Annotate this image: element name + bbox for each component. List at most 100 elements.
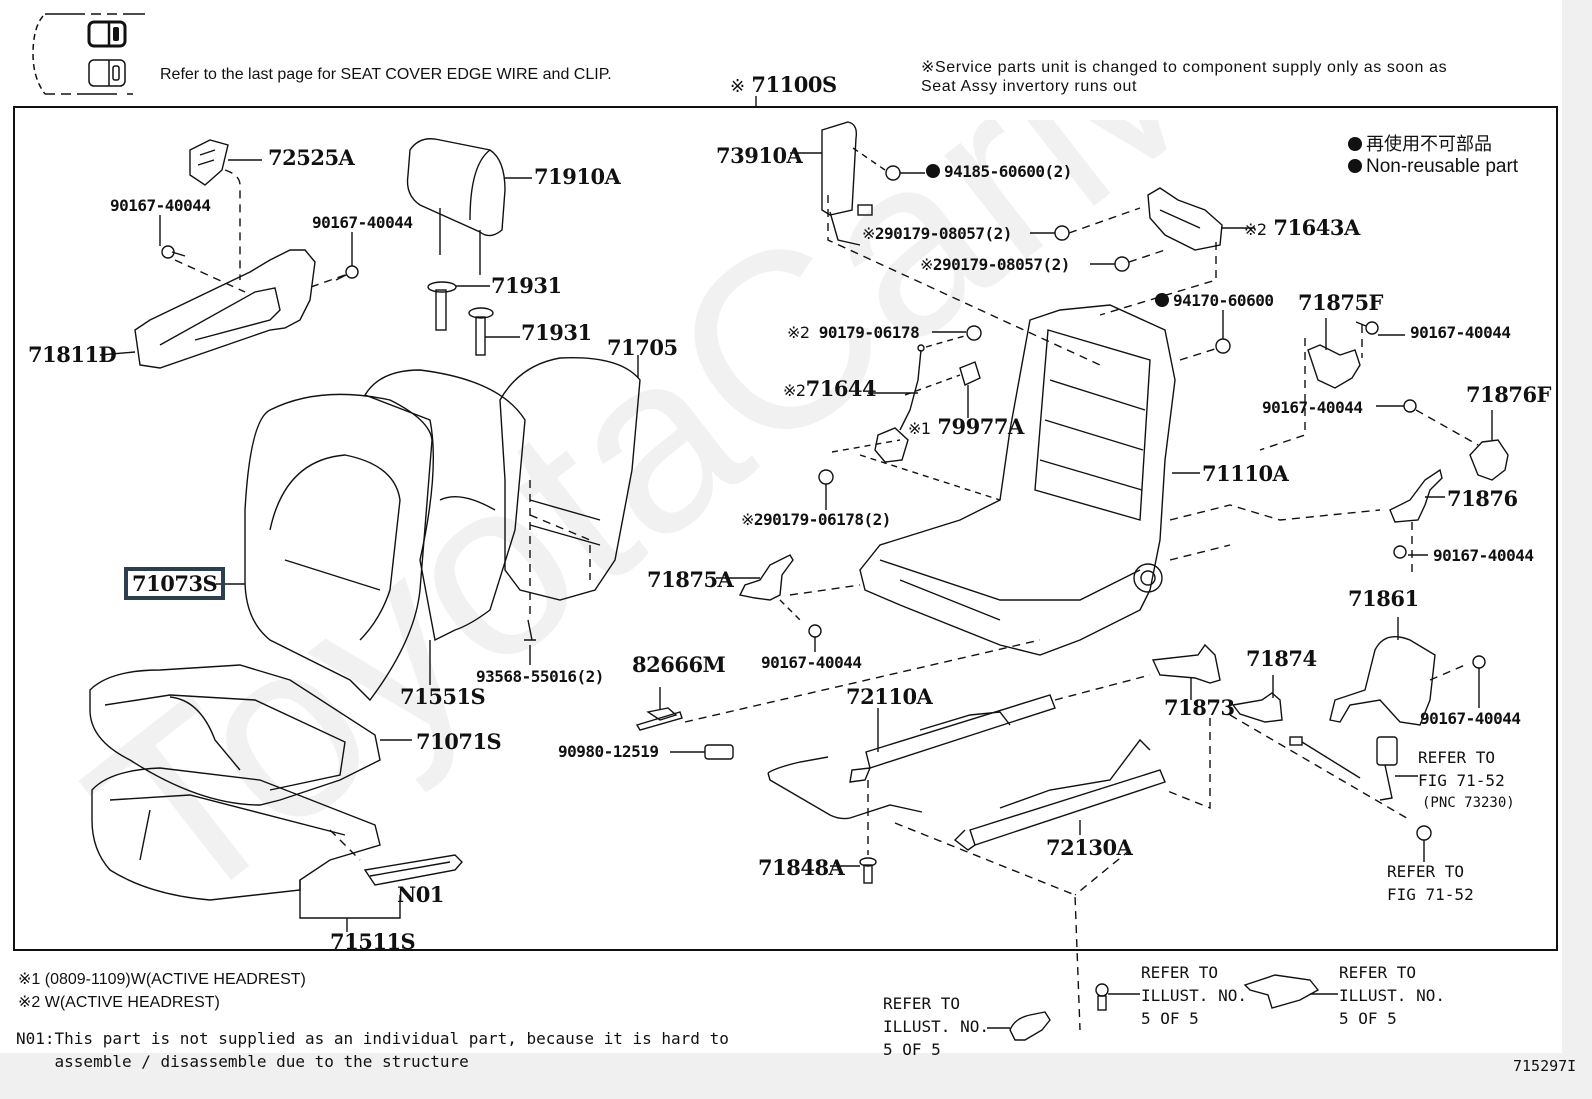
part-label-90179-08057[interactable]: ※290179-08057(2)	[920, 255, 1070, 274]
part-71551S-shape[interactable]	[363, 369, 526, 685]
part-90980-12519-shape[interactable]	[670, 744, 734, 760]
part-label-71876F[interactable]: 71876F	[1466, 382, 1551, 407]
part-label-72525A[interactable]: 72525A	[268, 145, 355, 170]
refer-illust-5-of-5-bracket[interactable]: REFER TO ILLUST. NO. 5 OF 5	[1339, 963, 1445, 1028]
part-label-90179-06178-2[interactable]: ※290179-06178(2)	[741, 510, 891, 529]
part-71073S-shape[interactable]	[216, 393, 433, 702]
part-label-94185-60600[interactable]: 94185-60600(2)	[926, 162, 1072, 181]
assembly-part-number[interactable]: ※ 71100S	[730, 72, 837, 97]
part-label-79977A[interactable]: ※1 79977A	[908, 414, 1024, 439]
part-79977A-shape[interactable]	[959, 361, 981, 418]
part-71811D-shape[interactable]	[99, 249, 316, 369]
part-label-72130A[interactable]: 72130A	[1046, 835, 1133, 860]
service-note-line2: Seat Assy invertory runs out	[921, 78, 1138, 95]
footnote-n01-line2: assemble / disassemble due to the struct…	[16, 1052, 469, 1071]
part-label-71848A[interactable]: 71848A	[758, 855, 845, 880]
part-73910A-shape[interactable]	[790, 121, 873, 246]
screw-icon	[1376, 399, 1417, 413]
part-72130A-shape[interactable]	[953, 738, 1166, 851]
part-label-71110A[interactable]: 71110A	[1202, 461, 1289, 486]
part-label-71811D[interactable]: 71811D	[28, 342, 117, 367]
part-71110A-shape[interactable]	[859, 304, 1200, 656]
part-label-71861[interactable]: 71861	[1348, 586, 1419, 611]
part-71875A-shape[interactable]	[716, 554, 794, 601]
part-71861-shape[interactable]	[1329, 617, 1436, 726]
part-label-71875A[interactable]: 71875A	[647, 567, 734, 592]
part-label-71873[interactable]: 71873	[1164, 695, 1235, 720]
part-label-71644[interactable]: ※271644	[783, 376, 877, 401]
refer-part-shape-bolt[interactable]	[1095, 983, 1140, 1011]
screw-icon	[524, 619, 536, 665]
part-label-N01[interactable]: N01	[397, 882, 444, 907]
part-label-90167-40044[interactable]: 90167-40044	[761, 653, 862, 672]
legend-item-jp: 再使用不可部品	[1348, 130, 1492, 156]
part-82666M-shape[interactable]	[635, 687, 683, 731]
refer-part-shape-cover[interactable]	[987, 1011, 1051, 1041]
legend-item-en: Non-reusable part	[1348, 156, 1518, 178]
footnote-1: ※1 (0809-1109)W(ACTIVE HEADREST)	[18, 971, 306, 988]
part-label-90980-12519[interactable]: 90980-12519	[558, 742, 659, 761]
part-label-94170-60600[interactable]: 94170-60600	[1155, 291, 1274, 310]
part-label-71876[interactable]: 71876	[1447, 486, 1518, 511]
part-label-90167-40044[interactable]: 90167-40044	[1262, 398, 1363, 417]
refer-illust-5-of-5-cover[interactable]: REFER TO ILLUST. NO. 5 OF 5	[883, 994, 989, 1059]
part-label-90179-06178[interactable]: ※2 90179-06178	[787, 323, 920, 342]
part-label-71910A[interactable]: 71910A	[534, 164, 621, 189]
part-71876-shape[interactable]	[1389, 468, 1445, 523]
diagram-frame	[13, 106, 1558, 951]
screw-icon	[808, 624, 822, 652]
nut-icon	[1215, 338, 1231, 354]
part-71910A-shape[interactable]	[406, 138, 533, 275]
nut-icon	[1416, 825, 1432, 862]
part-71643A-shape[interactable]	[1147, 187, 1255, 251]
refer-fig-71-52-buckle[interactable]: REFER TO FIG 71-52	[1418, 748, 1505, 790]
part-71071S-shape[interactable]	[89, 664, 412, 806]
screw-icon	[1393, 545, 1428, 559]
part-71511S-shape[interactable]	[91, 767, 381, 901]
part-71875F-shape[interactable]	[1307, 318, 1361, 389]
page-margin-right	[1562, 0, 1592, 1099]
bolt-icon	[830, 857, 877, 884]
seatbelt-buckle-shape[interactable]	[1289, 736, 1418, 801]
part-label-82666M[interactable]: 82666M	[632, 652, 726, 677]
part-label-90179-08057[interactable]: ※290179-08057(2)	[862, 224, 1012, 243]
page-margin-bottom	[0, 1053, 1592, 1099]
part-71705-shape[interactable]	[499, 355, 641, 601]
part-71931-shape[interactable]	[427, 281, 490, 331]
part-label-71551S[interactable]: 71551S	[400, 684, 486, 709]
refer-fig-71-52-nut[interactable]: REFER TO FIG 71-52	[1387, 862, 1474, 904]
part-label-71875F[interactable]: 71875F	[1298, 290, 1383, 315]
part-71874-shape[interactable]	[1231, 675, 1283, 723]
part-72110A-shape[interactable]	[849, 694, 1056, 783]
part-label-71931[interactable]: 71931	[491, 273, 562, 298]
part-label-71643A[interactable]: ※2 71643A	[1244, 215, 1360, 240]
part-label-90167-40044[interactable]: 90167-40044	[110, 196, 211, 215]
part-71873-shape[interactable]	[1151, 643, 1221, 700]
part-N01-shape[interactable]	[363, 854, 463, 886]
part-label-90167-40044[interactable]: 90167-40044	[1410, 323, 1511, 342]
part-label-71071S[interactable]: 71071S	[416, 729, 502, 754]
part-label-71073S-highlighted[interactable]: 71073S	[124, 567, 226, 600]
refer-illust-5-of-5-bolt[interactable]: REFER TO ILLUST. NO. 5 OF 5	[1141, 963, 1247, 1028]
part-label-90167-40044[interactable]: 90167-40044	[312, 213, 413, 232]
edge-wire-note: Refer to the last page for SEAT COVER ED…	[160, 66, 612, 83]
part-label-73910A[interactable]: 73910A	[716, 143, 803, 168]
nut-icon	[1090, 256, 1130, 272]
part-71931-shape[interactable]	[468, 307, 520, 356]
part-72525A-shape[interactable]	[189, 139, 262, 186]
part-label-71511S[interactable]: 71511S	[330, 929, 416, 954]
screw-icon	[335, 232, 359, 281]
part-label-90167-40044[interactable]: 90167-40044	[1433, 546, 1534, 565]
part-71876F-shape[interactable]	[1469, 410, 1509, 481]
nut-icon	[885, 165, 925, 181]
nut-icon	[1030, 225, 1070, 241]
part-label-71931[interactable]: 71931	[521, 320, 592, 345]
part-label-71874[interactable]: 71874	[1246, 646, 1317, 671]
part-label-72110A[interactable]: 72110A	[846, 684, 933, 709]
part-label-93568-55016[interactable]: 93568-55016(2)	[476, 667, 604, 686]
part-label-71705[interactable]: 71705	[607, 335, 678, 360]
edge-wire-clip-symbol	[32, 13, 145, 95]
part-label-90167-40044[interactable]: 90167-40044	[1420, 709, 1521, 728]
refer-part-shape-bracket[interactable]	[1243, 974, 1338, 1009]
